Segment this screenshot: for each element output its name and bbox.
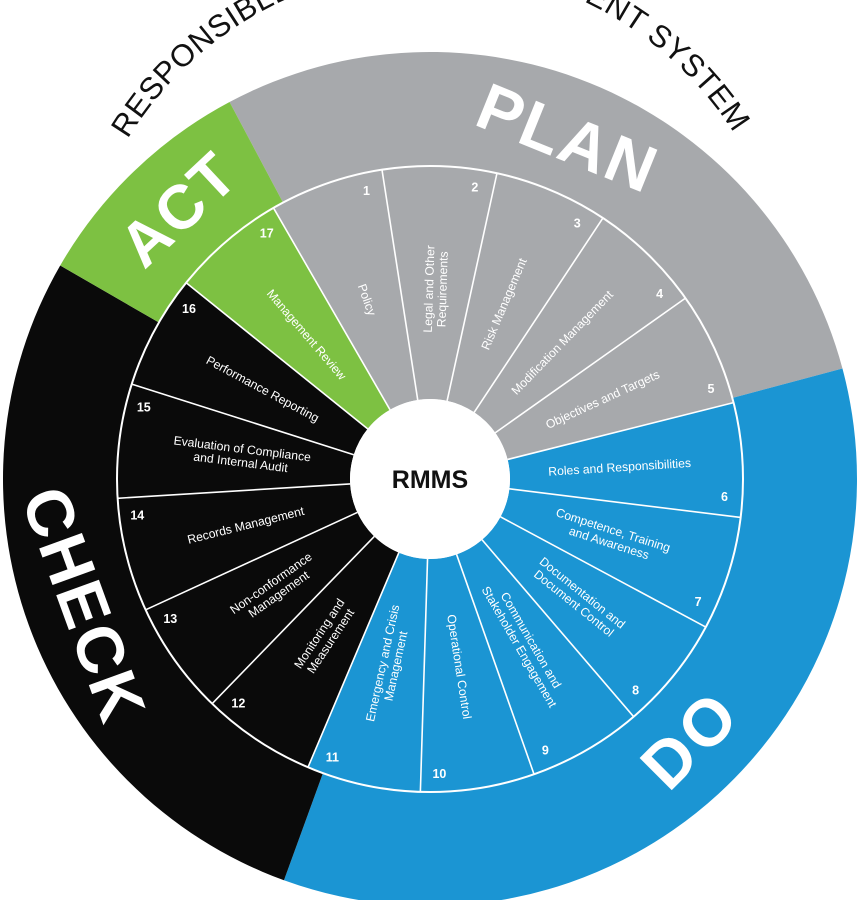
- segment-divider: [481, 539, 635, 718]
- phase-band-plan: [229, 52, 843, 399]
- phase-band-do: [283, 368, 857, 905]
- segment-number-5: 5: [708, 382, 715, 396]
- segment-wedge-17: [186, 207, 390, 429]
- segment-wedge-7: [500, 488, 741, 628]
- segment-divider: [446, 173, 498, 402]
- segment-number-16: 16: [182, 302, 196, 316]
- segment-wedge-3: [447, 173, 603, 413]
- segment-number-11: 11: [326, 750, 339, 764]
- segment-divider: [419, 558, 429, 792]
- segment-divider: [145, 511, 358, 611]
- segment-wedge-2: [381, 166, 497, 401]
- segment-number-7: 7: [695, 595, 702, 609]
- segment-ring-outline: [116, 165, 744, 793]
- segment-divider: [211, 535, 375, 705]
- segment-divider: [185, 282, 369, 430]
- segment-wedge-10: [420, 554, 535, 792]
- segment-number-15: 15: [137, 400, 151, 414]
- segment-number-14: 14: [130, 509, 144, 523]
- segment-number-2: 2: [471, 180, 478, 194]
- segment-wedge-16: [131, 282, 368, 455]
- segment-wedge-12: [212, 536, 399, 768]
- segment-number-1: 1: [363, 184, 370, 198]
- segment-divider: [117, 483, 351, 500]
- segment-wedge-5: [495, 298, 734, 460]
- segment-wedge-13: [145, 512, 375, 704]
- segment-wedge-6: [507, 402, 743, 518]
- center-circle: [350, 399, 510, 559]
- segment-wedge-9: [456, 539, 634, 775]
- segment-number-8: 8: [632, 684, 639, 698]
- segment-number-12: 12: [231, 696, 245, 710]
- segment-divider: [455, 554, 535, 775]
- segment-divider: [381, 169, 419, 401]
- segment-number-13: 13: [163, 612, 177, 626]
- segment-divider: [507, 401, 734, 461]
- phase-band-check: [2, 265, 324, 881]
- segment-number-9: 9: [542, 744, 549, 758]
- segment-wedge-1: [273, 169, 418, 410]
- segment-label-line: Legal and Other: [421, 245, 438, 333]
- segment-divider: [272, 207, 391, 411]
- segment-wedge-15: [117, 384, 354, 499]
- segment-divider: [473, 217, 604, 413]
- segment-number-10: 10: [432, 767, 446, 781]
- center-label: RMMS: [392, 466, 468, 494]
- phase-ring: [2, 52, 857, 905]
- segment-wedge-8: [482, 516, 706, 717]
- phase-band-act: [60, 101, 284, 324]
- segment-divider: [307, 552, 400, 768]
- segment-dividers: [116, 165, 744, 793]
- segment-divider: [494, 297, 686, 434]
- segment-wedge-4: [474, 218, 686, 433]
- segment-number-6: 6: [721, 490, 728, 504]
- segment-divider: [509, 488, 741, 519]
- segment-wedge-11: [307, 552, 428, 792]
- segment-number-3: 3: [574, 216, 581, 230]
- segment-ring: [117, 166, 743, 792]
- segment-number-17: 17: [260, 226, 274, 240]
- segment-wedge-14: [117, 483, 358, 610]
- segment-divider: [131, 383, 355, 456]
- segment-divider: [500, 516, 707, 628]
- segment-number-4: 4: [656, 287, 663, 301]
- segment-label-line: Requirements: [434, 251, 450, 327]
